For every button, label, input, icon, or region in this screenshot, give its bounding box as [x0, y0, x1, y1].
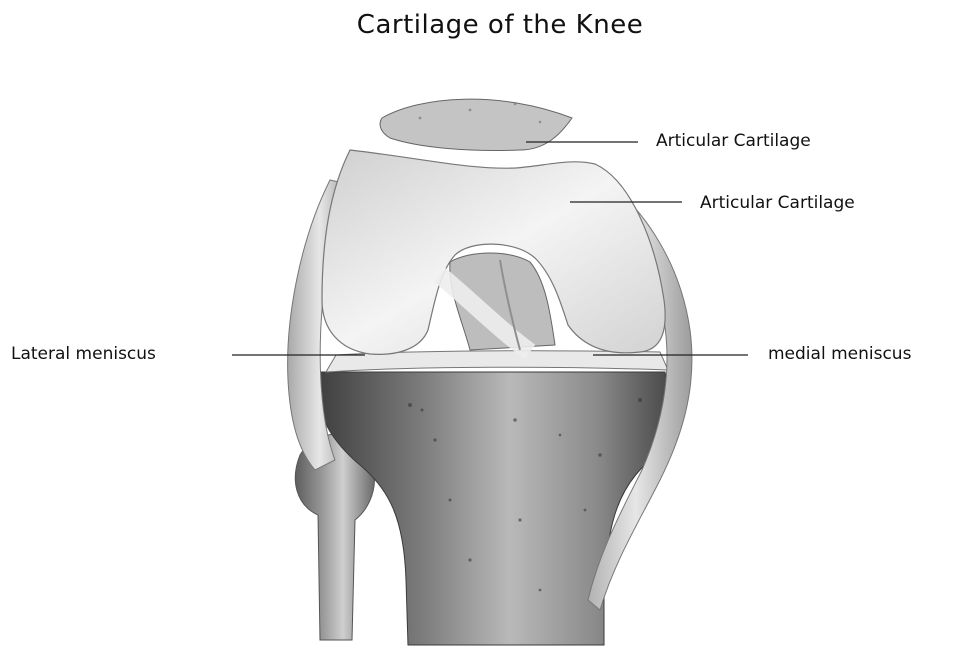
label-articular-cartilage-femur: Articular Cartilage — [700, 193, 855, 213]
label-lateral-meniscus: Lateral meniscus — [11, 344, 156, 364]
patella — [380, 99, 572, 150]
label-articular-cartilage-patella: Articular Cartilage — [656, 131, 811, 151]
tibia — [317, 372, 668, 645]
label-medial-meniscus: medial meniscus — [768, 344, 911, 364]
